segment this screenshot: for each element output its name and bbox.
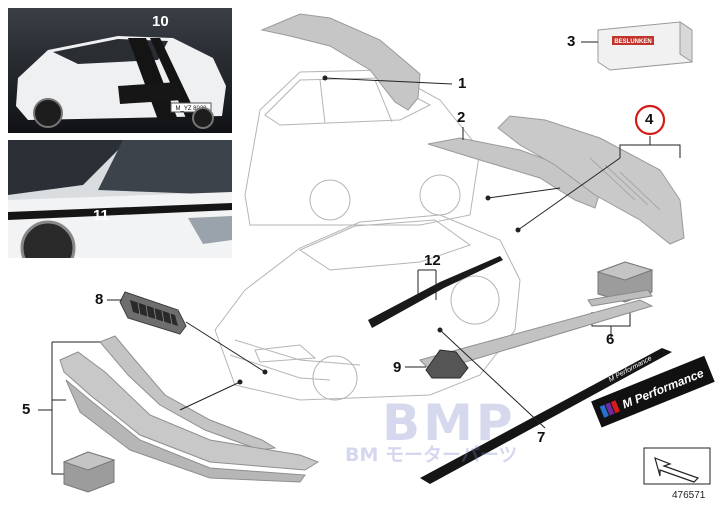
callout-8: 8: [95, 291, 104, 308]
decal-panel: M Performance: [591, 355, 715, 428]
part-package: BESLUNKEN: [597, 21, 693, 71]
callout-2: 2: [457, 109, 466, 126]
callout-9: 9: [393, 359, 402, 376]
part-decal-strip: [420, 348, 672, 484]
part-antenna: [425, 349, 469, 379]
watermark-sub: BM モーターパーツ: [345, 444, 518, 466]
package-label: BESLUNKEN: [614, 39, 651, 45]
document-number: 476571: [672, 490, 706, 501]
photo-bonnet-stripe: M_YZ 8028: [8, 8, 232, 133]
part-trunk-spoiler: [427, 137, 601, 209]
callout-7: 7: [537, 429, 546, 446]
part-rear-diffuser: [497, 115, 685, 245]
callout-4: 4: [645, 111, 654, 128]
sedan-outline: [214, 214, 521, 401]
photo-bonnet-stripe-art: M_YZ 8028: [8, 8, 232, 133]
photo-side-stripe: [8, 140, 232, 258]
photo-side-stripe-art: [8, 140, 232, 258]
highlight-ring: [634, 104, 666, 136]
part-box-5: [62, 451, 116, 493]
callout-6: 6: [606, 331, 615, 348]
callout-12: 12: [424, 252, 441, 269]
wagon-outline: [244, 69, 481, 226]
callout-11: 11: [93, 207, 109, 224]
part-rail-6: [587, 289, 653, 307]
callout-3: 3: [567, 33, 576, 50]
callout-10: 10: [152, 13, 169, 30]
photo-plate-text: M_YZ 8028: [175, 106, 207, 112]
arrow-icon: [643, 447, 711, 485]
callout-5: 5: [22, 401, 31, 418]
part-front-splitter: [59, 335, 320, 483]
part-roof-spoiler: [260, 13, 421, 111]
watermark-main: BMP: [382, 394, 516, 452]
part-kidney-grille: [119, 291, 187, 335]
callout-1: 1: [458, 75, 467, 92]
